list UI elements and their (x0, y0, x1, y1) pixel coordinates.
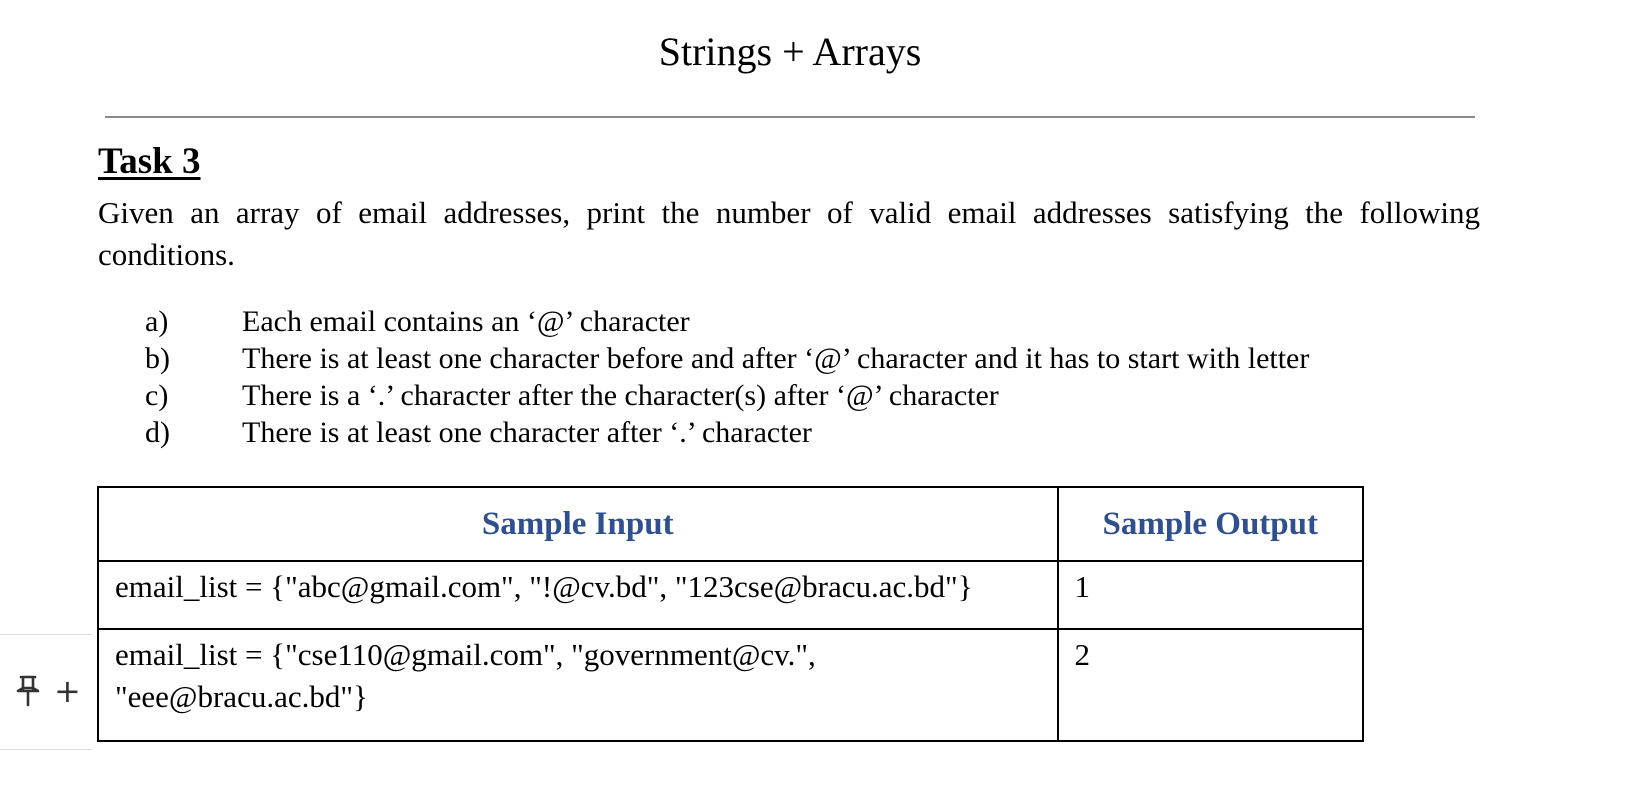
row-side-panel (0, 634, 92, 750)
table-row: email_list = {"abc@gmail.com", "!@cv.bd"… (97, 560, 1365, 630)
condition-text: There is at least one character after ‘.… (242, 416, 812, 449)
condition-text: Each email contains an ‘@’ character (242, 305, 690, 338)
add-icon[interactable]: + (54, 672, 81, 710)
sample-input-header: Sample Input (97, 486, 1059, 562)
condition-marker: c) (145, 379, 169, 412)
pin-icon[interactable] (14, 674, 42, 708)
condition-item: a) Each email contains an ‘@’ character (145, 303, 1309, 340)
condition-item: c) There is a ‘.’ character after the ch… (145, 377, 1309, 414)
condition-text: There is at least one character before a… (242, 342, 1310, 375)
condition-item: b) There is at least one character befor… (145, 340, 1309, 377)
sample-input-cell: email_list = {"cse110@gmail.com", "gover… (97, 628, 1059, 742)
condition-text: There is a ‘.’ character after the chara… (242, 379, 999, 412)
document-title: Strings + Arrays (658, 29, 922, 74)
pin-icon-graphic (16, 675, 40, 707)
sample-output-cell: 2 (1056, 628, 1365, 742)
table-header-row: Sample Input Sample Output (97, 486, 1365, 562)
row-side-controls: + (14, 674, 81, 708)
conditions-list: a) Each email contains an ‘@’ character … (145, 303, 1309, 451)
condition-marker: b) (145, 342, 170, 375)
condition-marker: a) (145, 305, 169, 338)
condition-marker: d) (145, 416, 170, 449)
sample-table: Sample Input Sample Output email_list = … (97, 486, 1365, 742)
sample-output-cell: 1 (1056, 560, 1365, 630)
sample-output-header: Sample Output (1056, 486, 1365, 562)
table-row: email_list = {"cse110@gmail.com", "gover… (97, 628, 1365, 742)
condition-item: d) There is at least one character after… (145, 414, 1309, 451)
header-divider (105, 116, 1475, 118)
task-heading: Task 3 (98, 141, 201, 182)
sample-input-cell: email_list = {"abc@gmail.com", "!@cv.bd"… (97, 560, 1059, 630)
task-description: Given an array of email addresses, print… (98, 195, 1480, 272)
